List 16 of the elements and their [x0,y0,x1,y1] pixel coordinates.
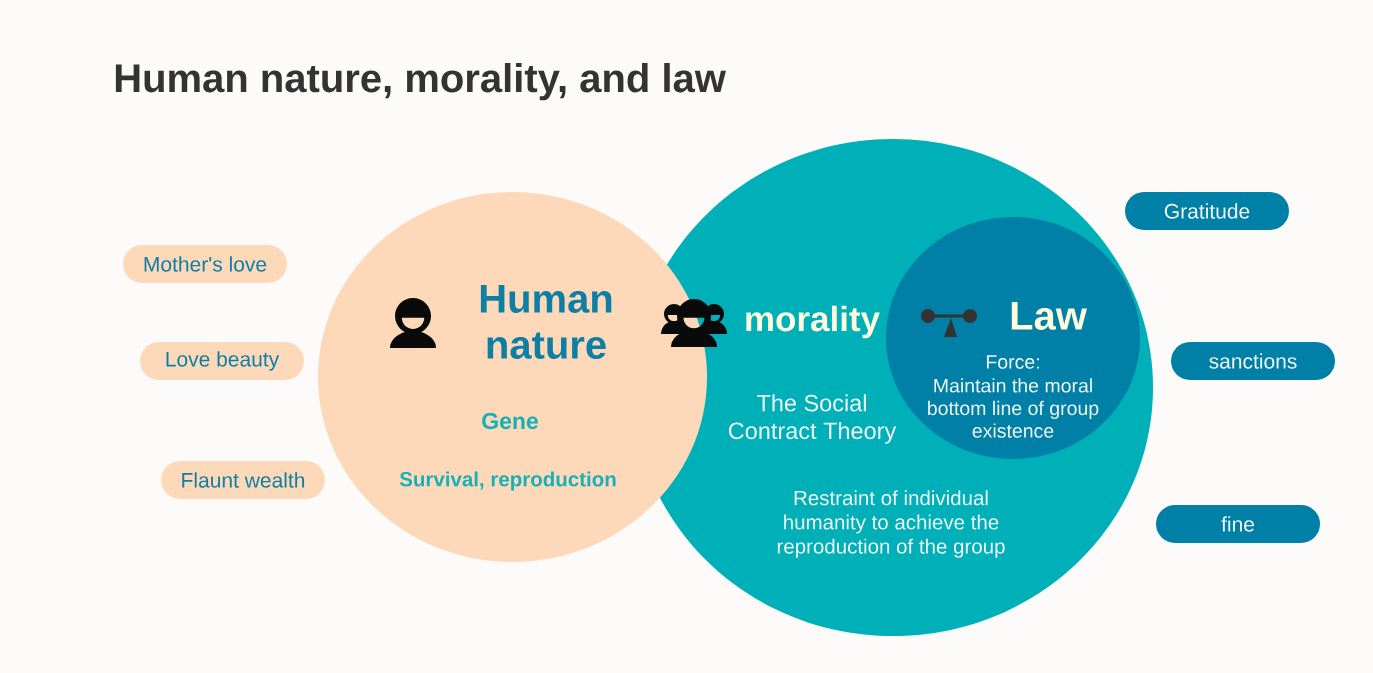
text: Restraint of individual humanity to achieve the reproduction of the group [777,490,1005,558]
text: Maintain the moral bottom line of group existence [928,378,1099,438]
heading: morality [746,305,880,339]
text: Survival, reproduction [399,471,616,491]
pill-box: Flaunt wealth [161,461,325,499]
pill-box: Love beauty [140,342,304,380]
heading: Human nature [480,285,612,359]
pill-box: fine [1156,505,1320,543]
text: The Social Contract Theory [728,394,897,444]
pill-box: sanctions [1171,342,1335,380]
title: Human nature, morality, and law [115,63,726,101]
subheading: Gene [482,412,538,430]
pill-box: Gratitude [1125,192,1289,230]
heading: Law [1011,302,1087,330]
pill-box: Mother's love [123,245,287,283]
text: Force: [987,355,1039,369]
